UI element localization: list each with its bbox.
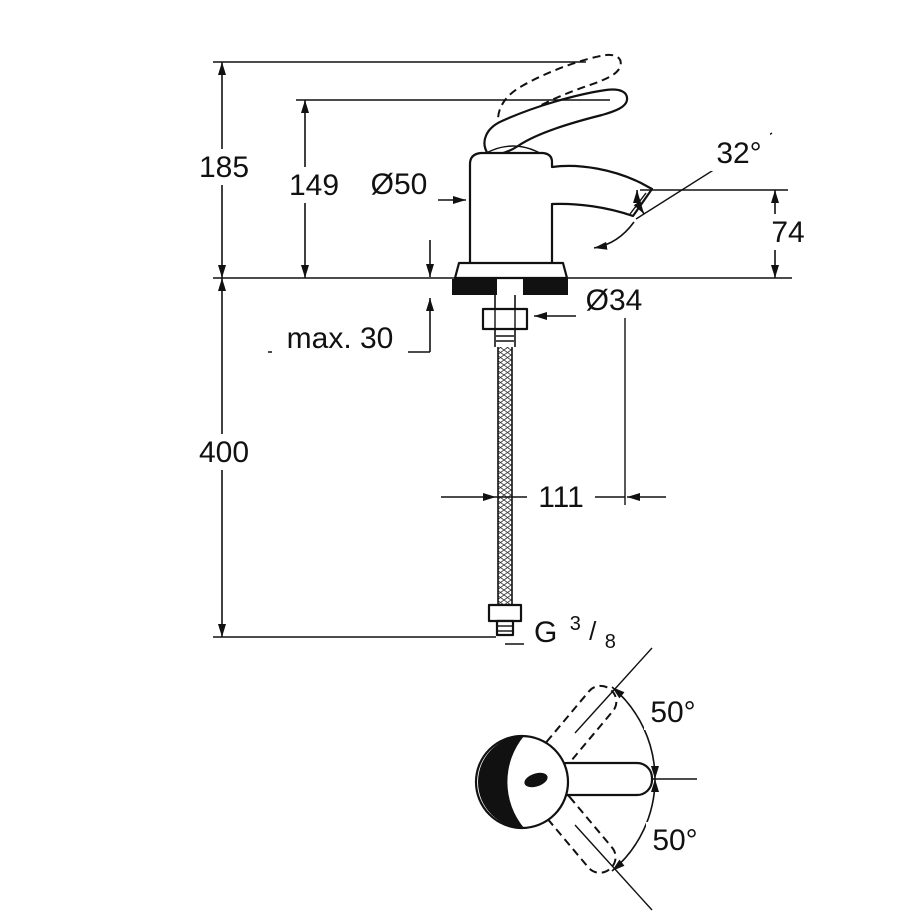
hose-thread-nipple <box>495 619 515 637</box>
label-max-deck-thickness: max. 30 <box>272 320 408 356</box>
svg-text:400: 400 <box>199 436 249 469</box>
counter-section-right <box>523 279 568 295</box>
label-total-height: 185 <box>193 149 255 185</box>
lever-swivel-up-dashed <box>542 684 618 769</box>
svg-text:74: 74 <box>771 216 804 249</box>
label-spout-angle: 32° <box>708 133 770 171</box>
dim-swivel-down-arc <box>611 778 659 872</box>
svg-text:185: 185 <box>199 151 249 184</box>
cartridge-slot <box>524 772 548 788</box>
hose-braid <box>498 347 512 605</box>
label-base-diameter: Ø50 <box>360 166 438 202</box>
svg-text:149: 149 <box>289 169 339 202</box>
hose-connector-nut <box>487 603 523 623</box>
water-flow-arrow <box>593 221 635 250</box>
svg-text:Ø50: Ø50 <box>371 168 428 201</box>
svg-text:50°: 50° <box>652 824 697 857</box>
svg-text:32°: 32° <box>716 137 761 170</box>
label-hose-length: 400 <box>192 434 256 470</box>
faucet-body-spout <box>468 151 654 266</box>
label-swivel-angle-up: 50° <box>644 694 704 730</box>
counter-section-left <box>452 279 497 295</box>
svg-text:max. 30: max. 30 <box>287 322 394 355</box>
handle-swivel-top-view <box>474 647 697 911</box>
label-shank-diameter: Ø34 <box>576 282 652 318</box>
label-swivel-angle-down: 50° <box>646 822 706 858</box>
svg-text:111: 111 <box>538 481 584 514</box>
label-thread-size: G 3 / 8 <box>524 604 624 653</box>
lever-swivel-down-dashed <box>541 790 617 874</box>
mounting-nut <box>481 307 529 331</box>
base-escutcheon <box>453 261 569 280</box>
svg-text:50°: 50° <box>650 696 695 729</box>
label-spout-height: 74 <box>766 214 810 250</box>
label-projection: 111 <box>527 479 595 515</box>
svg-text:G 3 /: G 3 / 8 <box>534 604 616 653</box>
supply-hose <box>487 347 523 637</box>
label-body-height: 149 <box>283 167 345 203</box>
dim-spout-angle-arc <box>633 189 645 215</box>
faucet-front-view <box>453 53 654 280</box>
dimension-labels: 185 149 Ø50 32° 74 Ø34 max. 30 400 <box>192 133 810 858</box>
counter-and-mounting <box>213 277 792 347</box>
svg-text:Ø34: Ø34 <box>586 284 643 317</box>
dim-swivel-up-arc <box>611 686 659 780</box>
handle-crescent <box>478 736 524 828</box>
